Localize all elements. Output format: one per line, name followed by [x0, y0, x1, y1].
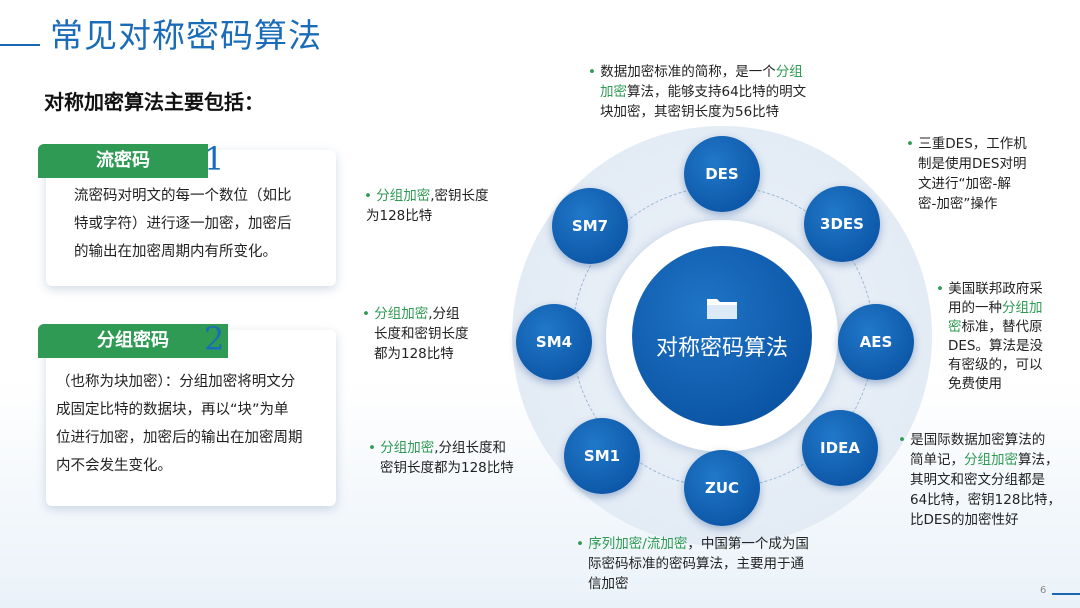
- node-3des: 3DES: [804, 186, 880, 262]
- page-subtitle: 对称加密算法主要包括：: [44, 90, 264, 114]
- node-sm7: SM7: [552, 188, 628, 264]
- note-aes: • 美国联邦政府采 用的一种分组加 密标准，替代原 DES。算法是没 有密级的，…: [936, 281, 1043, 392]
- node-des: DES: [684, 136, 760, 212]
- node-idea: IDEA: [802, 410, 878, 486]
- title-accent-line: [0, 44, 40, 46]
- card-number: 1: [204, 140, 225, 178]
- card-block-cipher: 分组密码 2 （也称为块加密）：分组加密将明文分 成固定比特的数据块，再以“块”…: [38, 322, 336, 506]
- node-sm4: SM4: [516, 304, 592, 380]
- folder-icon: [707, 299, 737, 319]
- note-zuc: • 序列加密/流加密，中国第一个成为国 际密码标准的密码算法，主要用于通 信加密: [576, 536, 809, 592]
- page-number-line: [1052, 593, 1080, 595]
- card-description: （也称为块加密）：分组加密将明文分 成固定比特的数据块，再以“块”为单 位进行加…: [56, 374, 303, 474]
- card-description: 流密码对明文的每一个数位（如比 特或字符）进行逐一加密，加密后 的输出在加密周期…: [74, 188, 292, 260]
- node-zuc: ZUC: [684, 450, 760, 526]
- page-number: 6: [1040, 585, 1047, 596]
- note-sm4: • 分组加密,分组 长度和密钥长度 都为128比特: [362, 306, 469, 362]
- node-aes: AES: [838, 304, 914, 380]
- note-3des: • 三重DES，工作机 制是使用DES对明 文进行“加密-解 密-加密”操作: [906, 136, 1027, 212]
- center-hub: 对称密码算法: [632, 246, 812, 426]
- note-sm1: • 分组加密,分组长度和 密钥长度都为128比特: [368, 440, 514, 476]
- card-stream-cipher: 流密码 1 流密码对明文的每一个数位（如比 特或字符）进行逐一加密，加密后 的输…: [38, 142, 336, 286]
- page-title: 常见对称密码算法: [50, 16, 322, 55]
- note-des: • 数据加密标准的简称，是一个分组 加密算法，能够支持64比特的明文 块加密，其…: [588, 64, 807, 120]
- card-number: 2: [204, 320, 225, 358]
- card-tab-block-cipher: 分组密码: [38, 324, 228, 358]
- node-sm1: SM1: [564, 418, 640, 494]
- note-sm7: • 分组加密,密钥长度 为128比特: [364, 188, 489, 224]
- center-label: 对称密码算法: [655, 336, 788, 361]
- card-tab-stream-cipher: 流密码: [38, 144, 208, 178]
- note-idea: • 是国际数据加密算法的 简单记，分组加密算法， 其明文和密文分组都是 64比特…: [898, 432, 1061, 528]
